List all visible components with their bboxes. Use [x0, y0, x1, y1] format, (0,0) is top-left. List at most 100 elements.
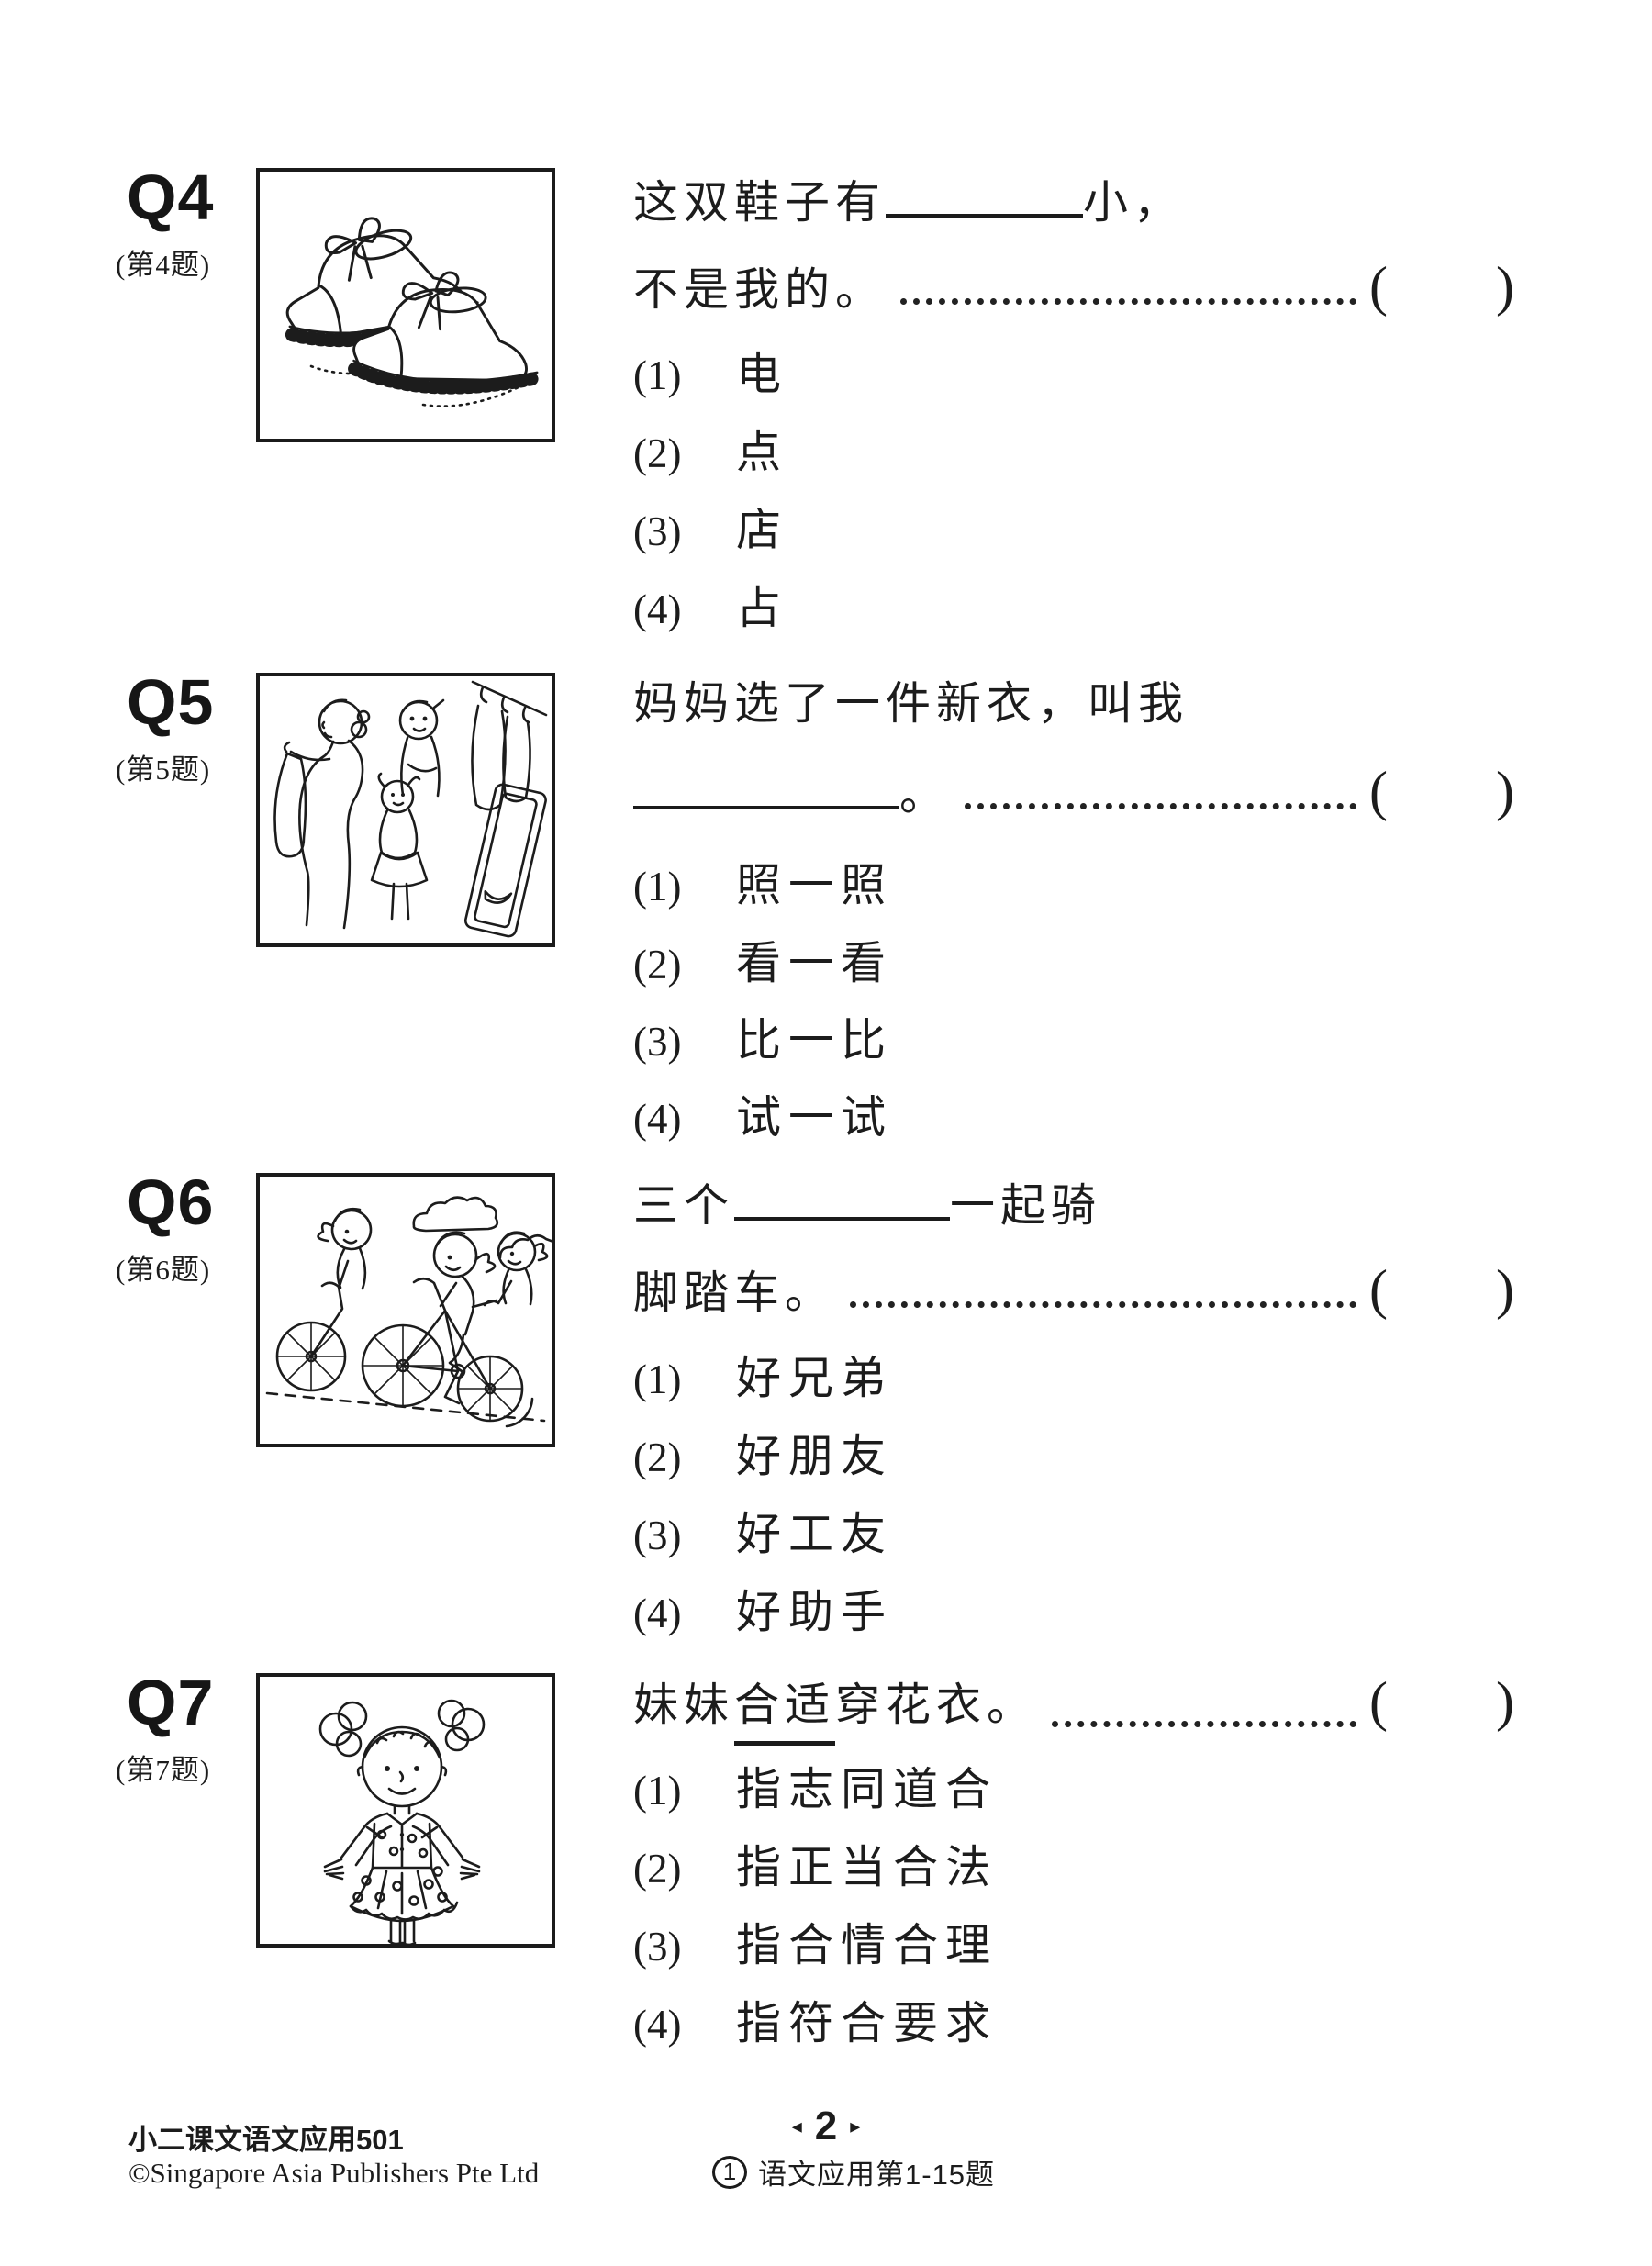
option-row: (3) 店: [633, 494, 788, 559]
page-next-icon: ▸: [850, 2115, 861, 2138]
stem-line-2: 。 (): [633, 758, 1514, 828]
stem-text: 妹妹: [633, 1680, 735, 1730]
option-number: (3): [633, 1019, 682, 1065]
question-sub-label: (第5题): [116, 753, 211, 786]
option-row: (4) 好助手: [633, 1576, 893, 1641]
stem-text: 。: [899, 769, 951, 820]
option-text: 点: [736, 427, 789, 477]
dotted-leader: [850, 1301, 1357, 1308]
stem-text: 这双鞋子有: [633, 177, 887, 228]
stem-line-1: 妹妹合适穿花衣。 (): [633, 1669, 1514, 1746]
close-bracket: ): [1496, 761, 1514, 821]
question-number: Q6: [127, 1166, 215, 1238]
option-text: 店: [736, 505, 789, 555]
underlined-word: 合适: [734, 1672, 836, 1746]
option-row: (3) 比一比: [633, 1004, 893, 1069]
illustration-box: [256, 1173, 555, 1447]
option-text: 好工友: [736, 1509, 894, 1559]
answer-blank: [734, 1169, 951, 1221]
option-number: (3): [633, 508, 682, 554]
option-text: 电: [736, 349, 789, 399]
stem-text: 不是我的。: [633, 264, 887, 315]
stem-line-1: 这双鞋子有 小，: [633, 166, 1514, 236]
option-number: (4): [633, 586, 682, 632]
option-text: 好兄弟: [736, 1353, 894, 1403]
option-number: (2): [633, 942, 682, 988]
open-bracket: (: [1369, 256, 1389, 317]
shoes-illustration: [260, 172, 552, 407]
stem-text: 妈妈选了一件新衣，叫我: [633, 678, 1189, 729]
answer-brackets: (): [1369, 253, 1514, 319]
option-row: (2) 指正当合法: [633, 1831, 998, 1896]
question-sub-label: (第7题): [116, 1754, 211, 1786]
answer-brackets: (): [1369, 1669, 1514, 1735]
answer-brackets: (): [1369, 1256, 1514, 1323]
question-number: Q5: [127, 666, 215, 738]
option-row: (2) 看一看: [633, 927, 893, 992]
question-number: Q4: [127, 162, 215, 233]
illustration-box: [256, 168, 555, 442]
option-row: (1) 好兄弟: [633, 1342, 893, 1407]
question-sub-label: (第6题): [116, 1254, 211, 1286]
option-text: 照一照: [736, 860, 894, 910]
option-number: (1): [633, 1356, 682, 1402]
stem-text: 穿花衣。: [835, 1680, 1038, 1730]
option-number: (4): [633, 2002, 682, 2048]
option-text: 比一比: [736, 1015, 894, 1066]
option-text: 看一看: [736, 938, 894, 988]
option-number: (1): [633, 864, 682, 910]
option-row: (4) 占: [633, 572, 788, 637]
option-number: (4): [633, 1591, 682, 1636]
girl-in-dress-illustration: [318, 1699, 486, 1944]
children-cycling-illustration: [265, 1196, 552, 1428]
option-text: 指合情合理: [736, 1920, 999, 1970]
option-row: (1) 电: [633, 338, 788, 403]
open-bracket: (: [1369, 761, 1389, 821]
dotted-leader: [900, 298, 1357, 305]
option-text: 占: [736, 583, 789, 633]
page-prev-icon: ◂: [791, 2115, 802, 2138]
option-number: (3): [633, 1924, 682, 1970]
option-text: 指正当合法: [736, 1842, 999, 1892]
publisher-credit: ©Singapore Asia Publishers Pte Ltd: [128, 2157, 540, 2189]
page-number-group: ◂ 2 ▸: [725, 2104, 927, 2149]
option-text: 试一试: [736, 1092, 894, 1143]
option-row: (1) 指志同道合: [633, 1753, 998, 1818]
option-number: (2): [633, 1846, 682, 1892]
illustration-box: [256, 673, 555, 947]
stem-line-2: 不是我的。 (): [633, 253, 1514, 323]
page-number: 2: [814, 2104, 838, 2149]
open-bracket: (: [1369, 1671, 1389, 1732]
stem-line-2: 脚踏车。 (): [633, 1256, 1514, 1326]
option-number: (1): [633, 352, 682, 398]
option-number: (3): [633, 1513, 682, 1558]
option-text: 好助手: [736, 1587, 894, 1637]
option-text: 指志同道合: [736, 1764, 999, 1814]
dotted-leader: [965, 803, 1357, 809]
question-number: Q7: [127, 1667, 215, 1738]
option-row: (2)点: [633, 416, 788, 481]
stem-text: 三个: [633, 1180, 735, 1231]
section-reference: 1 语文应用第1-15题: [712, 2151, 995, 2193]
section-badge: 1: [712, 2155, 747, 2189]
option-number: (1): [633, 1768, 682, 1814]
option-number: (2): [633, 1434, 682, 1480]
dotted-leader: [1052, 1721, 1357, 1727]
book-title: 小二课文语文应用501: [128, 2124, 404, 2156]
section-text: 语文应用第1-15题: [758, 2159, 996, 2191]
answer-brackets: (): [1369, 758, 1514, 824]
option-row: (4)指符合要求: [633, 1987, 998, 2052]
stem-line-1: 妈妈选了一件新衣，叫我: [633, 671, 1514, 737]
close-bracket: ): [1496, 1259, 1514, 1320]
stem-text: 小，: [1083, 177, 1185, 228]
dress-shopping-illustration: [273, 680, 548, 938]
option-row: (2)好朋友: [633, 1420, 893, 1485]
answer-blank: [633, 758, 899, 809]
option-row: (3) 好工友: [633, 1498, 893, 1563]
stem-text: 脚踏车。: [633, 1267, 836, 1318]
option-row: (3) 指合情合理: [633, 1909, 998, 1974]
open-bracket: (: [1369, 1259, 1389, 1320]
option-row: (4)试一试: [633, 1081, 893, 1146]
stem-text: 一起骑: [950, 1180, 1102, 1231]
